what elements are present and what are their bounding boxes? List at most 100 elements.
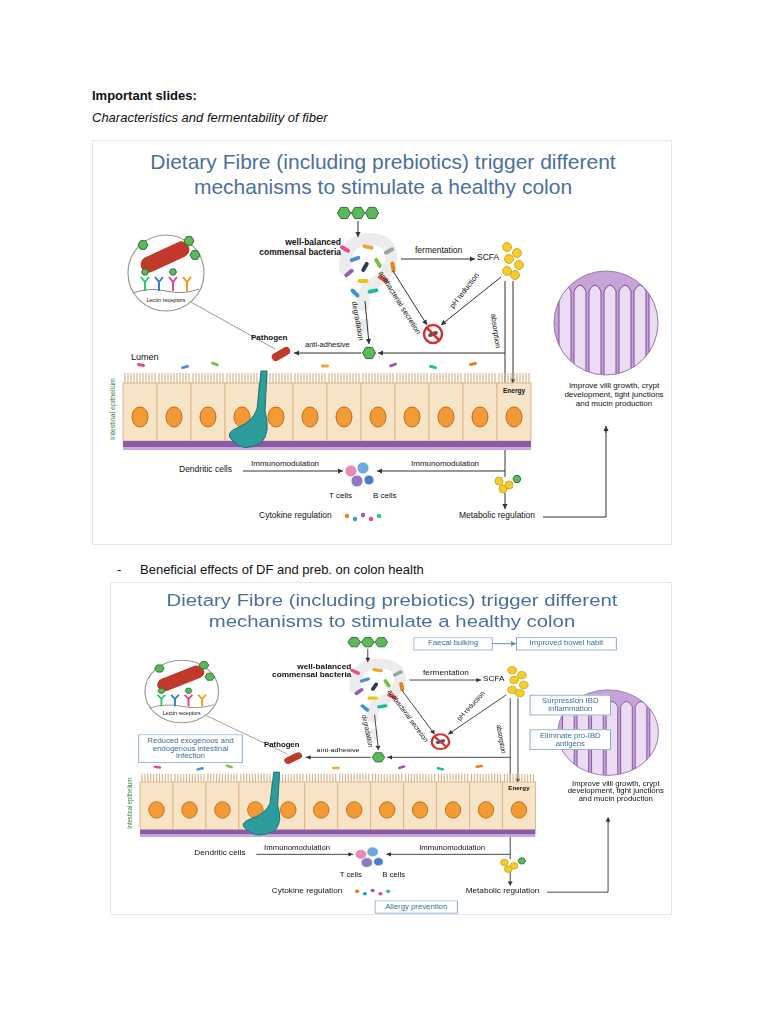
fibre-hexagon [138, 241, 148, 250]
microvillus [447, 774, 448, 783]
microvillus [480, 774, 481, 783]
microvillus [148, 373, 149, 384]
microvillus [389, 774, 390, 783]
lectin-receptor-arm [202, 695, 206, 699]
diagram-label: Metabolic regulation [459, 511, 535, 521]
microvillus [477, 774, 478, 783]
slide-title: Dietary Fibre (including prebiotics) tri… [133, 149, 633, 199]
microvillus [278, 373, 279, 384]
immunomodulation-arrow [243, 471, 343, 472]
microvillus [334, 373, 335, 384]
diagram-label: Pathogen [251, 333, 287, 342]
fibre-hexagon [205, 673, 215, 680]
epithelial-cell [429, 383, 463, 441]
cell-nucleus [472, 407, 488, 427]
lamina-propria [140, 835, 535, 837]
lectin-receptor [172, 282, 174, 291]
diagram-label: anti-adhesive [316, 747, 359, 754]
microvillus [431, 774, 432, 783]
microvillus [312, 774, 313, 783]
commensal-bacterium [370, 682, 379, 691]
microvillus [264, 774, 265, 783]
microvillus [159, 774, 160, 783]
lumen-bacterium [211, 361, 220, 367]
scfa-ball [495, 477, 503, 485]
microvillus [513, 774, 514, 783]
microvillus [186, 774, 187, 783]
microvillus [213, 373, 214, 384]
antibacterial-arrow-head [422, 319, 427, 325]
microvillus [328, 373, 329, 384]
microvillus [342, 774, 343, 783]
commensal-bacterium [374, 257, 383, 269]
lumen-bacterium [429, 365, 438, 370]
microvillus [250, 373, 251, 384]
fibre-hexagon [513, 476, 521, 483]
ph-arrow-head [448, 730, 453, 734]
fibre-hexagon [518, 858, 526, 864]
microvillus [324, 774, 325, 783]
microvillus [467, 774, 468, 783]
microvillus [232, 373, 233, 384]
microvillus [168, 774, 169, 783]
box-text: Improved bowel habit [521, 640, 612, 648]
basement-membrane [123, 441, 531, 447]
microvillus [290, 373, 291, 384]
microvillus [288, 774, 289, 783]
microvillus [312, 373, 313, 384]
microvillus [243, 774, 244, 783]
diagram-label: Energy [508, 785, 529, 791]
microvillus [399, 373, 400, 384]
lectin-receptor [201, 699, 203, 706]
microvillus [303, 373, 304, 384]
villus [604, 285, 616, 381]
microvillus [321, 373, 322, 384]
microvillus [256, 373, 257, 384]
effect-box: Reduced exogenous and endogenous intesti… [138, 734, 243, 763]
section-heading: Characteristics and fermentability of fi… [92, 111, 328, 126]
villus [634, 285, 646, 381]
fibre-hexagon [158, 688, 165, 693]
lectin-receptor [186, 282, 188, 291]
diagram-label: Intestinal epithelium [126, 778, 134, 829]
microvillus [182, 373, 183, 384]
microvillus [269, 774, 270, 783]
slide-stage: Dietary Fibre (including prebiotics) tri… [93, 141, 673, 546]
microvillus [222, 373, 223, 384]
microvillus [381, 774, 382, 783]
microvillus [282, 774, 283, 783]
microvillus [442, 373, 443, 384]
microvillus [380, 373, 381, 384]
microvillus [454, 373, 455, 384]
lumen-bacterium [475, 765, 483, 769]
epithelial-cell [437, 782, 470, 830]
microvillus [491, 373, 492, 384]
fibre-hexagon [199, 662, 209, 669]
microvillus [253, 373, 254, 384]
villi-group [559, 285, 661, 381]
cell-nucleus [511, 802, 527, 818]
microvillus [261, 774, 262, 783]
commensal-bacterium [383, 679, 392, 688]
slide-illustration [93, 141, 673, 546]
microvillus [384, 774, 385, 783]
degradation-arrow-head [375, 746, 380, 750]
fibre-hexagon [185, 688, 192, 693]
box-text: Eliminate pro-IBD antigens [534, 732, 606, 748]
microvillus [185, 373, 186, 384]
microvillus [411, 774, 412, 783]
lectin-receptor-arm [189, 695, 193, 699]
microvillus [368, 774, 369, 783]
microvillus [284, 373, 285, 384]
microvillus [247, 373, 248, 384]
microvillus [473, 373, 474, 384]
slide-panel: Dietary Fibre (including prebiotics) tri… [110, 582, 672, 915]
fibre-arrow-head [355, 232, 360, 237]
fermentation-arrow [409, 680, 481, 681]
diagram-label: Intestinal epithelium [109, 378, 117, 440]
lectin-receptor-arm [159, 277, 163, 282]
diagram-label: Energy [503, 387, 525, 394]
microvillus [374, 373, 375, 384]
epithelial-cell [191, 383, 225, 441]
immunomodulation-arrow [386, 854, 510, 855]
